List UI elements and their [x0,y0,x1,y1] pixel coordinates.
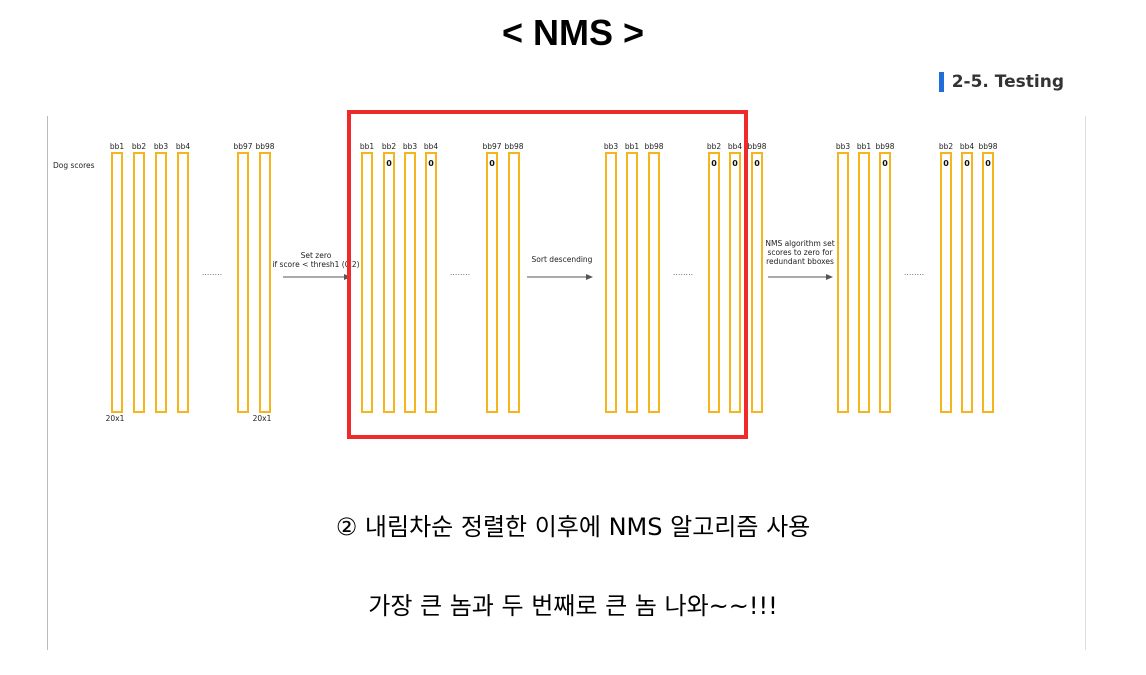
slide-frame-right [1085,116,1086,650]
bbox-label: bb2 [707,142,722,151]
bbox-label: bb97 [233,142,252,151]
score-bar [404,152,416,413]
score-bar [508,152,520,413]
caption-line-1: ② 내림차순 정렬한 이후에 NMS 알고리즘 사용 [335,513,811,541]
zero-score: 0 [964,159,970,168]
score-bar [237,152,249,413]
zero-score: 0 [711,159,717,168]
bbox-label: bb97 [482,142,501,151]
score-bar [383,152,395,413]
bbox-label: bb2 [939,142,954,151]
highlight-box [347,110,748,439]
section-label: 2-5. Testing [951,72,1064,92]
bbox-label: bb3 [403,142,418,151]
ellipsis: ........ [673,268,693,277]
bbox-label: bb1 [625,142,640,151]
score-bar [961,152,973,413]
ellipsis: ........ [202,268,222,277]
caption-line-2: 가장 큰 놈과 두 번째로 큰 놈 나와~~!!! [368,592,778,620]
arrow-head [826,274,833,280]
arrow-caption: Sort descending [532,255,593,264]
score-bar [751,152,763,413]
bbox-label: bb98 [644,142,663,151]
bbox-label: bb98 [747,142,766,151]
score-bar [648,152,660,413]
arrow-caption: if score < thresh1 (0.2) [272,260,359,269]
zero-score: 0 [754,159,760,168]
bottom-label: 20x1 [253,414,272,423]
bbox-label: bb4 [424,142,439,151]
score-group-2: bb1 bb2 0 bb3 bb4 0 bb97 0 bb98........ [360,142,524,413]
zero-score: 0 [732,159,738,168]
score-bar [837,152,849,413]
score-bar [177,152,189,413]
bbox-label: bb98 [875,142,894,151]
zero-score: 0 [985,159,991,168]
arrow-head [586,274,593,280]
ellipsis: ........ [450,268,470,277]
bbox-label: bb1 [857,142,872,151]
arrow-2: Sort descending [527,255,593,280]
score-bar [940,152,952,413]
score-bar [259,152,271,413]
score-bar [486,152,498,413]
bottom-label: 20x1 [106,414,125,423]
score-bar [111,152,123,413]
page-title: < NMS > [501,12,645,53]
score-bar [361,152,373,413]
zero-score: 0 [489,159,495,168]
bbox-label: bb98 [255,142,274,151]
bbox-label: bb4 [728,142,743,151]
arrow-caption: scores to zero for [767,248,833,257]
score-bar [879,152,891,413]
zero-score: 0 [943,159,949,168]
bbox-label: bb4 [960,142,975,151]
zero-score: 0 [386,159,392,168]
score-bar [133,152,145,413]
zero-score: 0 [882,159,888,168]
bbox-label: bb98 [978,142,997,151]
score-bar [155,152,167,413]
arrow-caption: redundant bboxes [766,257,834,266]
bbox-label: bb4 [176,142,191,151]
bbox-label: bb3 [836,142,851,151]
score-bar [729,152,741,413]
section-marker [938,72,944,92]
ellipsis: ........ [904,268,924,277]
arrow-caption: NMS algorithm set [765,239,834,248]
score-bar [626,152,638,413]
bbox-label: bb1 [110,142,125,151]
slide-frame-left [47,116,48,650]
zero-score: 0 [428,159,434,168]
score-group-3: bb3 bb1 bb98 bb2 0 bb4 0 bb98 0........ [604,142,767,413]
bbox-label: bb98 [504,142,523,151]
score-bar [605,152,617,413]
arrow-caption: Set zero [301,251,332,260]
bbox-label: bb1 [360,142,375,151]
score-bar [425,152,437,413]
score-bar [708,152,720,413]
section-heading: 2-5. Testing [938,72,1064,92]
bbox-label: bb2 [132,142,147,151]
bbox-label: bb3 [604,142,619,151]
score-bar [858,152,870,413]
score-bar [982,152,994,413]
bbox-label: bb2 [382,142,397,151]
row-label: Dog scores [53,161,95,170]
bbox-label: bb3 [154,142,169,151]
